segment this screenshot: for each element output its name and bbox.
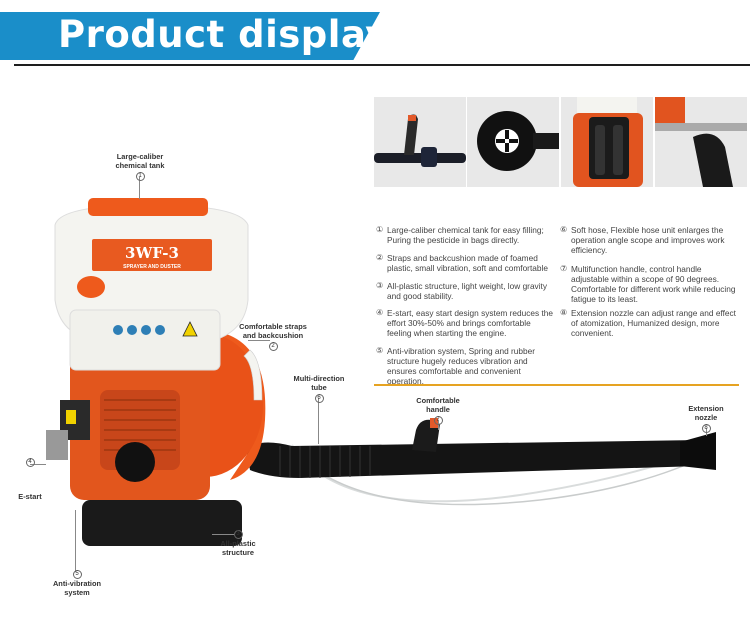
starter-unit bbox=[46, 430, 68, 460]
section-divider bbox=[374, 384, 739, 386]
page-title: Product display bbox=[58, 13, 390, 56]
leader-plastic bbox=[212, 534, 234, 535]
leader-tank bbox=[139, 177, 140, 199]
handle-detail-image bbox=[374, 97, 466, 187]
callout-estart-num: 4 bbox=[24, 456, 36, 467]
tube-detail-image bbox=[655, 97, 747, 187]
tank-cap bbox=[77, 276, 105, 298]
leader-antivib bbox=[75, 510, 76, 572]
callout-estart: E-start bbox=[18, 492, 42, 501]
header-banner: Product display bbox=[0, 0, 750, 66]
extension-nozzle-shape bbox=[680, 432, 716, 470]
thumbnail-tube[interactable] bbox=[655, 97, 747, 187]
clear-hose bbox=[291, 444, 706, 503]
model-label-bg bbox=[92, 239, 212, 271]
model-label: 3WF-3 bbox=[125, 244, 179, 262]
banner-blue-shape bbox=[0, 12, 380, 60]
banner-underline bbox=[14, 64, 750, 66]
thumbnail-nozzle[interactable] bbox=[467, 97, 559, 187]
backcushion-detail-image bbox=[561, 97, 653, 187]
nozzle-detail-image bbox=[467, 97, 559, 187]
thumbnail-handle[interactable] bbox=[374, 97, 466, 187]
leader-tube bbox=[318, 398, 319, 444]
model-subtitle: SPRAYER AND DUSTER bbox=[123, 264, 181, 270]
leader-estart bbox=[30, 464, 46, 465]
leader-handle bbox=[438, 420, 439, 430]
thumbnail-back[interactable] bbox=[561, 97, 653, 187]
tank-lid bbox=[88, 198, 208, 216]
engine-badge bbox=[115, 442, 155, 482]
base-frame bbox=[82, 500, 242, 546]
leader-straps bbox=[248, 340, 270, 341]
